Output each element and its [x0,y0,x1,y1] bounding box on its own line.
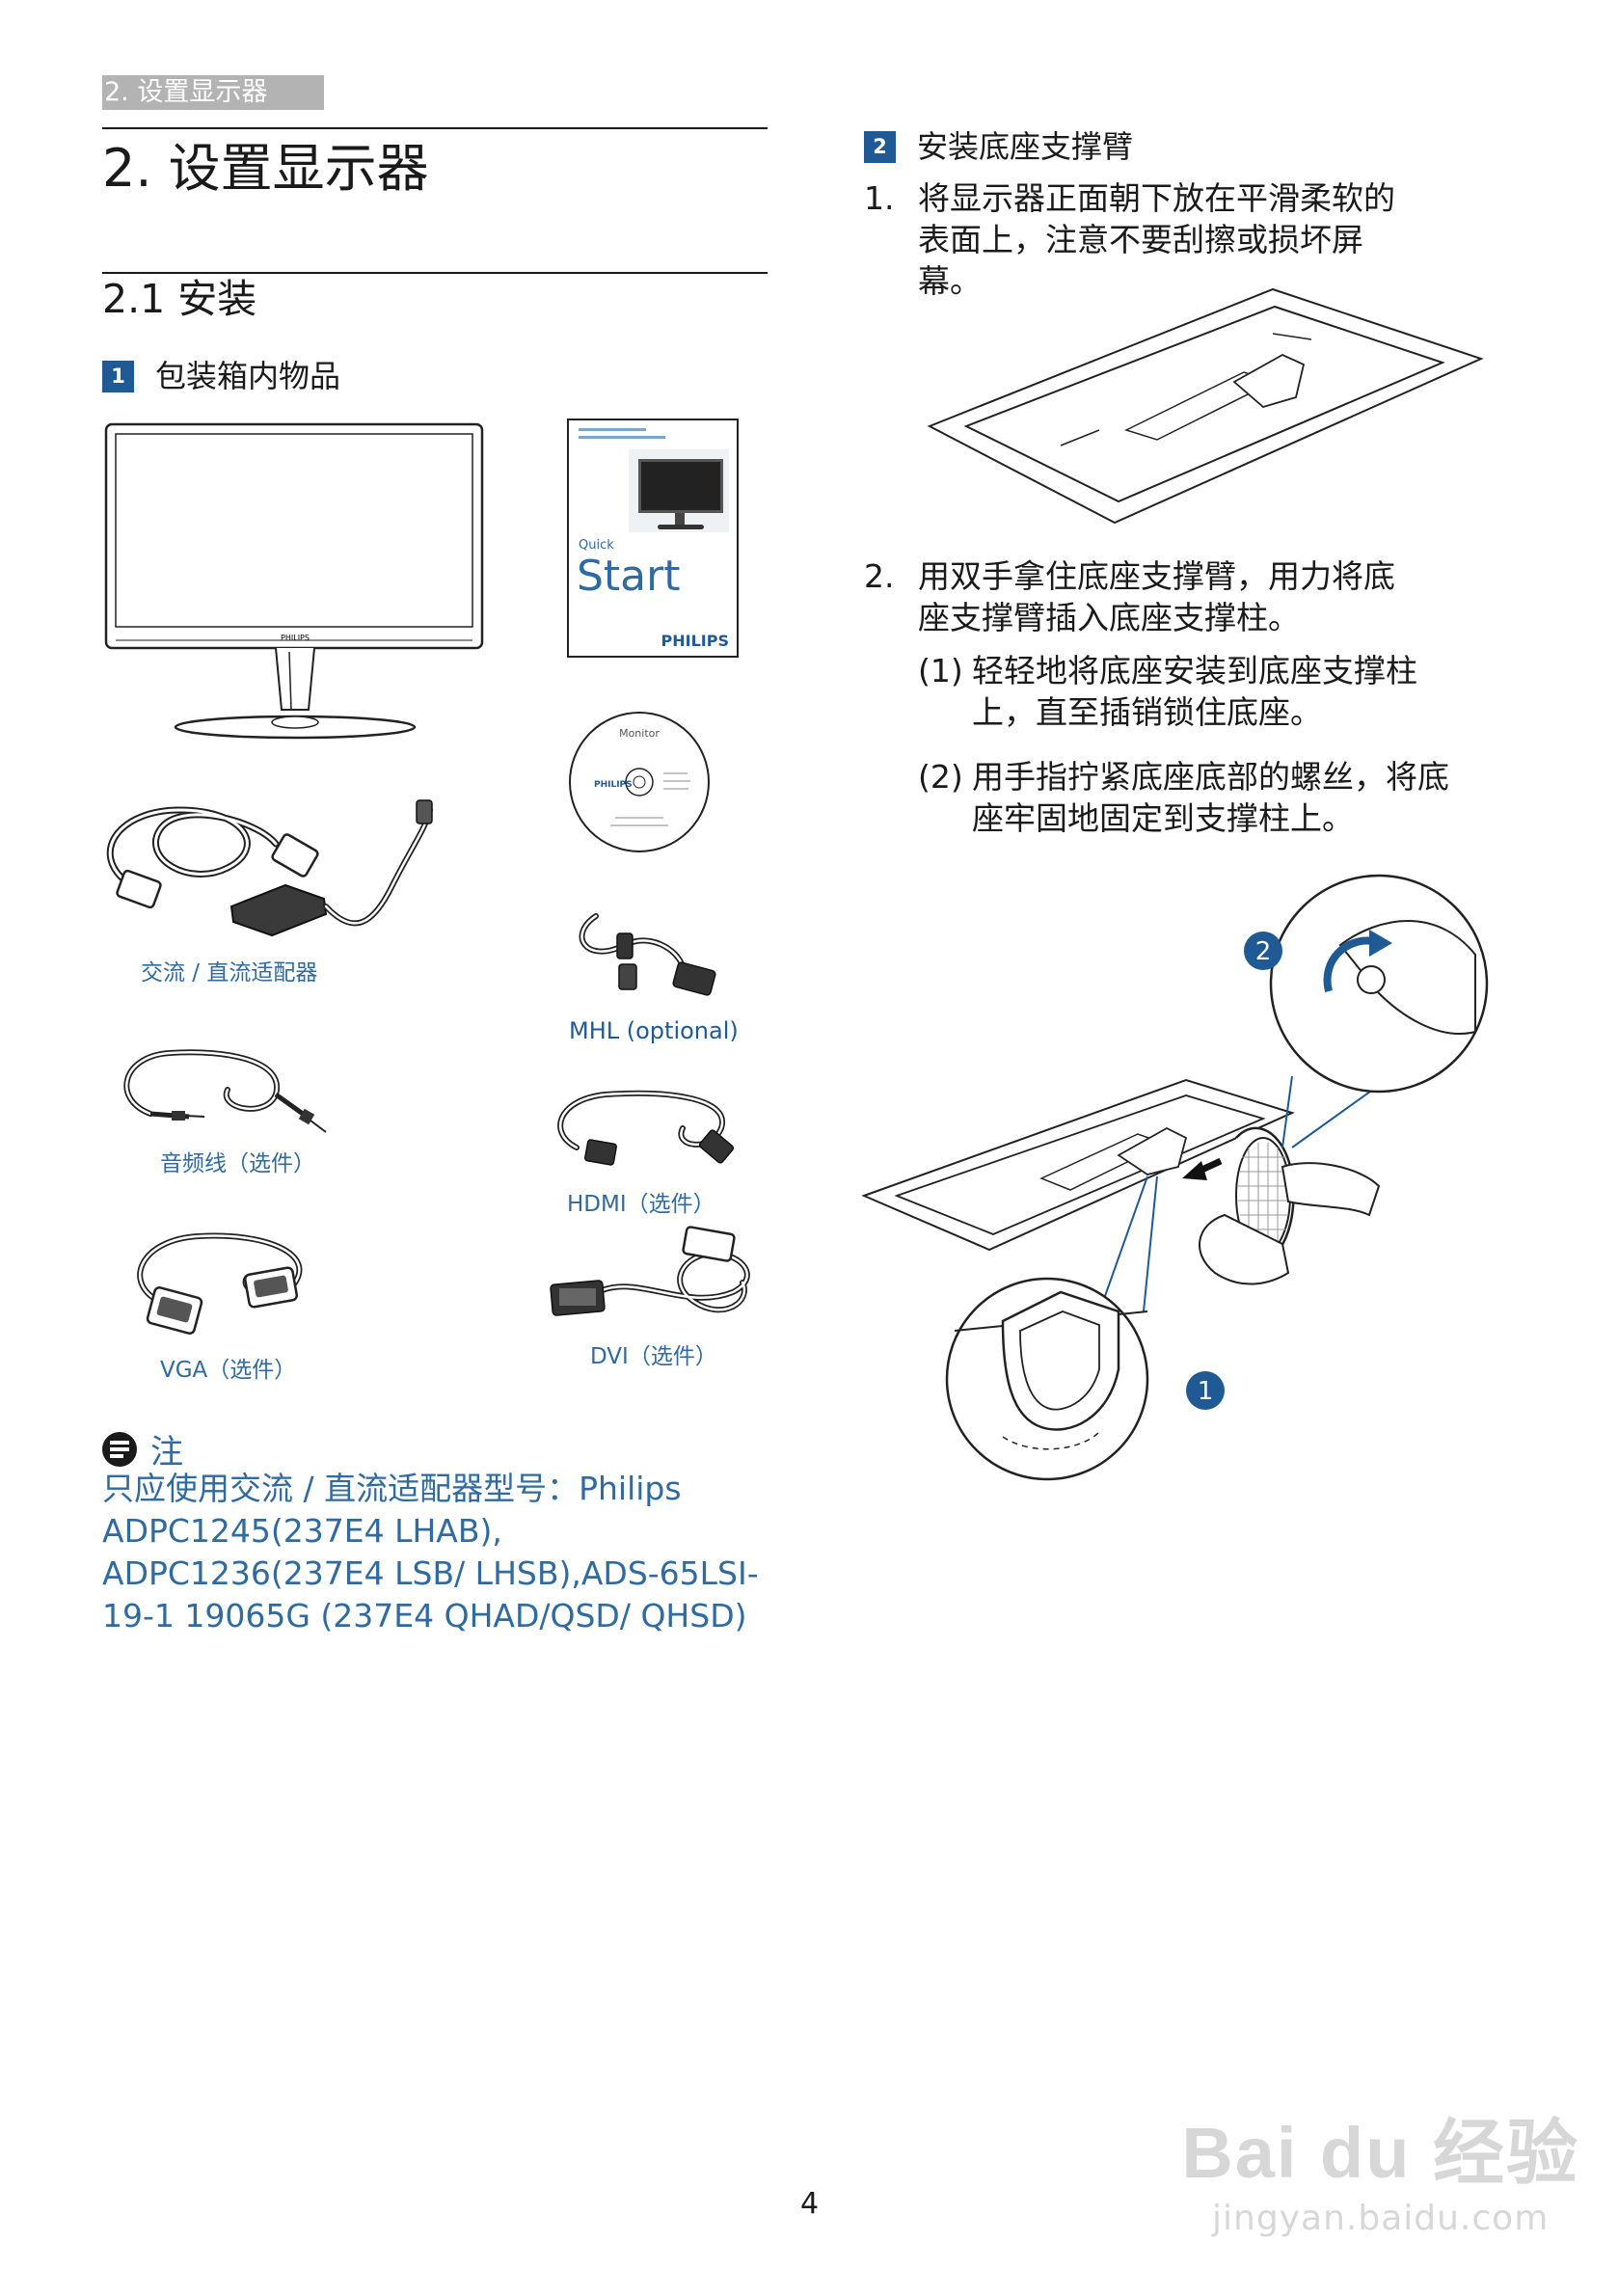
section-rule [102,272,768,274]
booklet-brand: PHILIPS [661,632,729,650]
chapter-rule [102,127,768,129]
substep-text: 轻轻地将底座安装到底座支撑柱上，直至插销锁住底座。 [972,652,1417,731]
monitor-facedown-illustration [927,287,1484,525]
mhl-caption: MHL (optional) [569,1017,739,1044]
cd-title: Monitor [619,727,660,740]
user-manual-cd: Monitor PHILIPS [569,712,710,852]
subsection-number: 2 [864,130,896,163]
note-body: 只应使用交流 / 直流适配器型号：Philips ADPC1245(237E4 … [102,1470,759,1634]
baidu-jingyan-watermark: Bai du 经验 jingyan.baidu.com [1181,2095,1579,2238]
base-mounting-diagram: 2 1 [861,874,1489,1481]
quick-start-booklet: Quick Start PHILIPS [567,419,739,658]
substep-number: (1) [918,652,963,689]
subsection-title: 包装箱内物品 [155,358,341,394]
package-contents-heading: 1 包装箱内物品 [102,357,340,395]
subsection-title: 安装底座支撑臂 [917,128,1134,165]
ac-dc-adapter-illustration [106,799,433,937]
substep-text: 用手指拧紧底座底部的螺丝，将底座牢固地固定到支撑柱上。 [972,758,1449,837]
mhl-cable-illustration [579,913,716,996]
dvi-caption: DVI（选件） [590,1344,717,1369]
cd-brand: PHILIPS [594,780,633,790]
step-number: 1. [864,179,895,217]
vga-cable-illustration [137,1232,303,1335]
callout-1: 1 [1198,1377,1214,1406]
monitor-illustration: PHILIPS [104,422,484,740]
hdmi-caption: HDMI（选件） [567,1192,715,1217]
note-heading: 注 [102,1425,183,1472]
note-icon [102,1431,137,1467]
audio-cable-illustration [123,1049,327,1133]
subsection-number: 1 [102,360,134,392]
watermark-logo: Bai du 经验 [1181,2113,1579,2193]
dvi-cable-illustration [550,1226,750,1316]
substep-number: (2) [918,758,963,796]
page-number: 4 [800,2187,820,2221]
section-title: 2.1 安装 [102,276,257,322]
note-title: 注 [150,1433,183,1472]
start-label: Start [577,552,681,601]
adapter-caption: 交流 / 直流适配器 [141,960,318,986]
quick-label: Quick [579,538,614,553]
breadcrumb: 2. 设置显示器 [102,75,324,110]
watermark-url: jingyan.baidu.com [1212,2199,1550,2238]
vga-caption: VGA（选件） [160,1358,297,1383]
step-text: 将显示器正面朝下放在平滑柔软的表面上，注意不要刮擦或损坏屏幕。 [918,179,1395,300]
callout-2: 2 [1255,937,1272,966]
step-number: 2. [864,557,895,595]
chapter-title: 2. 设置显示器 [102,138,429,199]
monitor-brand: PHILIPS [281,634,310,642]
audio-caption: 音频线（选件） [160,1151,315,1176]
hdmi-cable-illustration [557,1090,735,1166]
base-arm-heading: 2 安装底座支撑臂 [864,127,1133,166]
step-text: 用双手拿住底座支撑臂，用力将底座支撑臂插入底座支撑柱。 [918,557,1395,636]
